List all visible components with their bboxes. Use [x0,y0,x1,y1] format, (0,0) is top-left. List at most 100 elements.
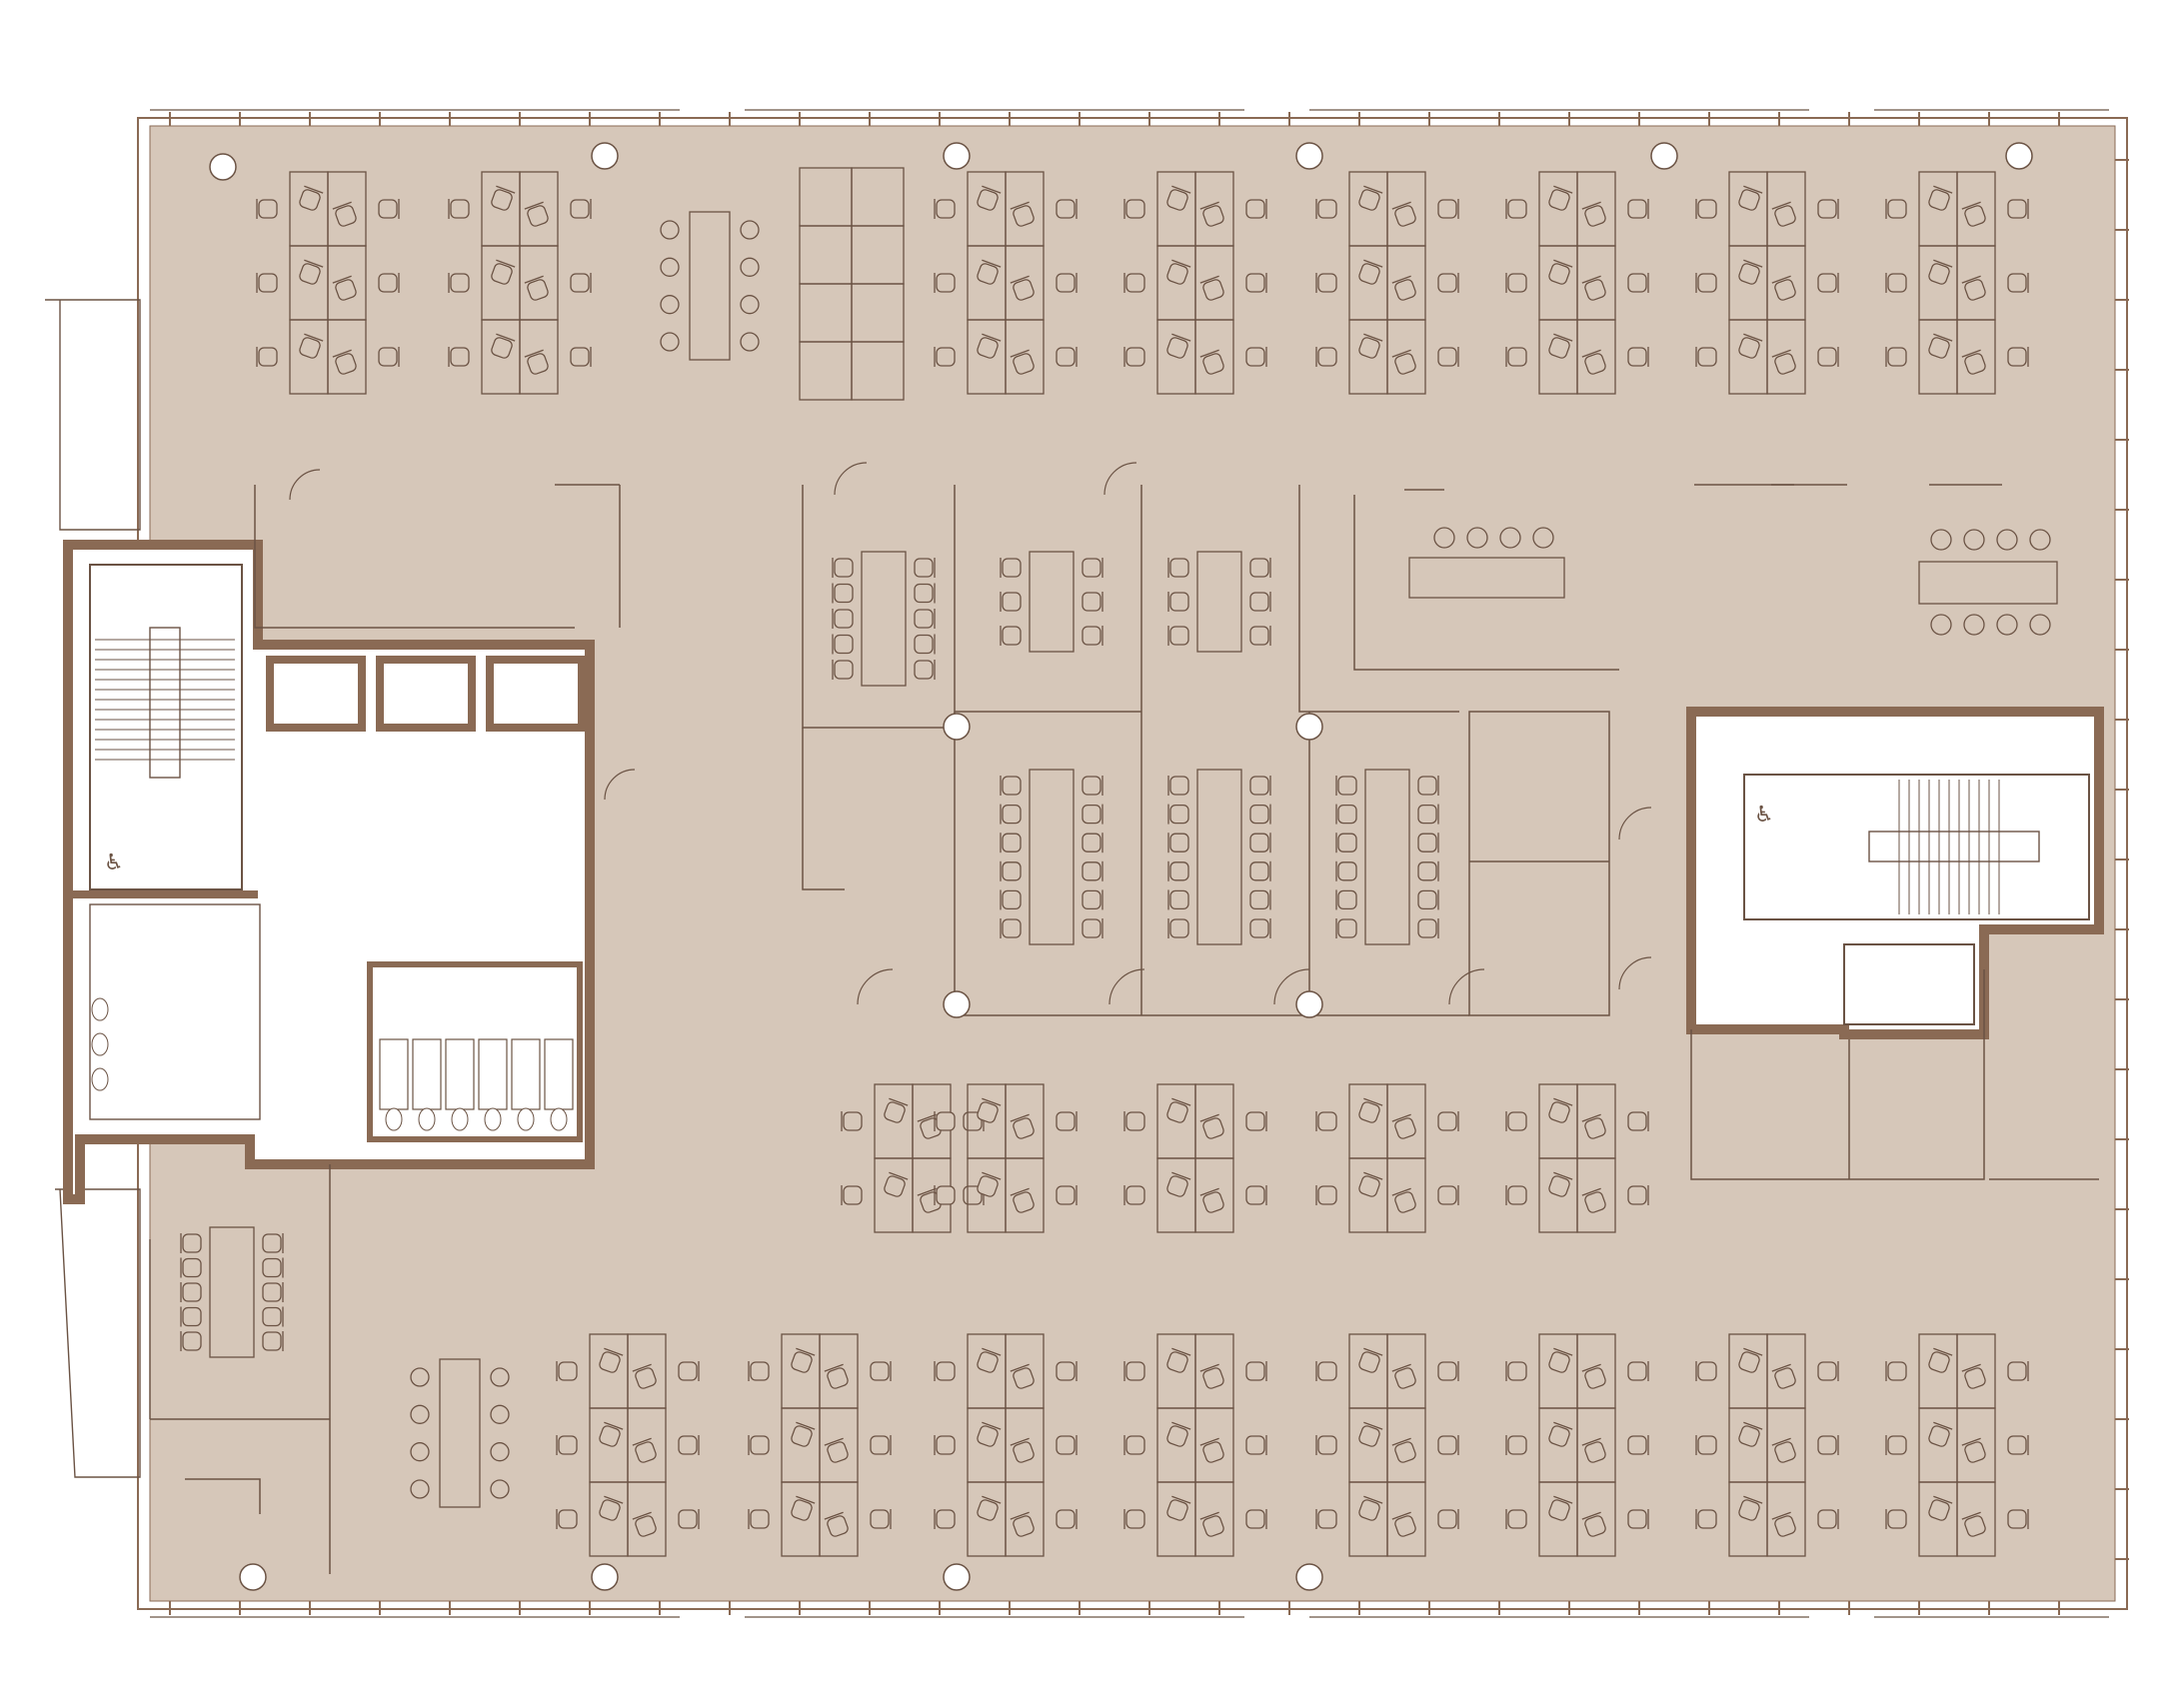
chair [1885,1435,1907,1455]
desk [1005,319,1045,395]
chair-seat [1964,279,1986,301]
chair [1928,1347,1953,1373]
chair-seat [1507,1509,1527,1529]
chair [1437,1435,1459,1455]
chair-back [1553,185,1573,194]
chair-seat [1548,1101,1570,1123]
chair [1391,1511,1416,1537]
chair-seat [870,1509,890,1529]
chair-seat [1245,199,1265,219]
chair-seat [843,1185,863,1205]
chair-seat [1249,804,1269,825]
chair-seat [791,1499,813,1521]
stool [660,332,680,352]
chair [1167,889,1189,910]
chair-seat [1082,592,1101,612]
columns [209,142,2033,1591]
chair-back [1581,1511,1601,1520]
chair [599,1421,624,1447]
chair [791,1495,816,1521]
chair [1199,1113,1224,1139]
chair-seat [1056,1361,1076,1381]
stair-west [89,564,243,890]
chair [1928,333,1953,359]
chair-seat [1437,1509,1457,1529]
chair-seat [1166,189,1188,211]
chair-seat [1202,1441,1224,1463]
chair-seat [1056,273,1076,293]
stool [740,257,760,277]
chair-seat [182,1233,202,1253]
chair [1695,199,1717,219]
toilet [385,1107,403,1131]
chair-seat [1394,1367,1416,1389]
washroom-east [367,961,583,1142]
chair [332,201,357,227]
chair-seat [1548,337,1570,359]
chair [748,1435,770,1455]
chair [832,609,854,629]
chair-seat [827,1441,849,1463]
chair-seat [1437,1435,1457,1455]
chair-seat [1394,1441,1416,1463]
chair-seat [1125,273,1145,293]
chair-back [1199,349,1219,358]
chair [884,1171,909,1197]
chair-back [1199,1511,1219,1520]
chair-seat [936,1111,956,1131]
door-swing [1448,968,1485,1005]
chair [1358,1347,1383,1373]
chair-back [1933,1347,1953,1356]
chair-back [1199,201,1219,210]
chair [1581,1187,1606,1213]
chair [262,1257,284,1278]
chair [917,1113,942,1139]
chair-back [889,1097,909,1106]
chair-back [1771,1437,1791,1446]
chair [1056,199,1078,219]
chair-seat [1584,1515,1606,1537]
chair-seat [1337,861,1357,881]
chair [1166,1171,1191,1197]
chair-back [1581,201,1601,210]
stool [1963,529,1985,551]
chair-seat [791,1351,813,1373]
chair-seat [1166,263,1188,285]
chair-seat [450,347,470,367]
chair [1548,1495,1573,1521]
chair [1817,1435,1839,1455]
chair-seat [977,1351,999,1373]
column [943,990,971,1018]
chair-seat [527,279,549,301]
chair [2007,1509,2029,1529]
chair-back [1961,275,1981,284]
chair [1885,347,1907,367]
chair [1315,1361,1337,1381]
chair [1627,1111,1649,1131]
chair-seat [1394,279,1416,301]
chair [1391,349,1416,375]
stool [660,220,680,240]
chair [914,558,936,578]
chair [2007,347,2029,367]
chair [1199,1511,1224,1537]
chair [332,349,357,375]
chair-seat [2007,199,2027,219]
chair-seat [791,1425,813,1447]
chair-seat [335,353,357,375]
chair-back [1391,1187,1411,1196]
chair-back [1363,1421,1383,1430]
stool [1930,529,1952,551]
chair-seat [378,273,398,293]
chair [934,347,956,367]
chair [1123,273,1145,293]
chair-seat [1887,273,1907,293]
bench-table [1408,557,1565,599]
chair [262,1331,284,1351]
toilet [91,1032,109,1056]
chair-seat [182,1331,202,1351]
chair-seat [1337,776,1357,796]
chair [570,273,592,293]
chair-seat [1358,337,1380,359]
